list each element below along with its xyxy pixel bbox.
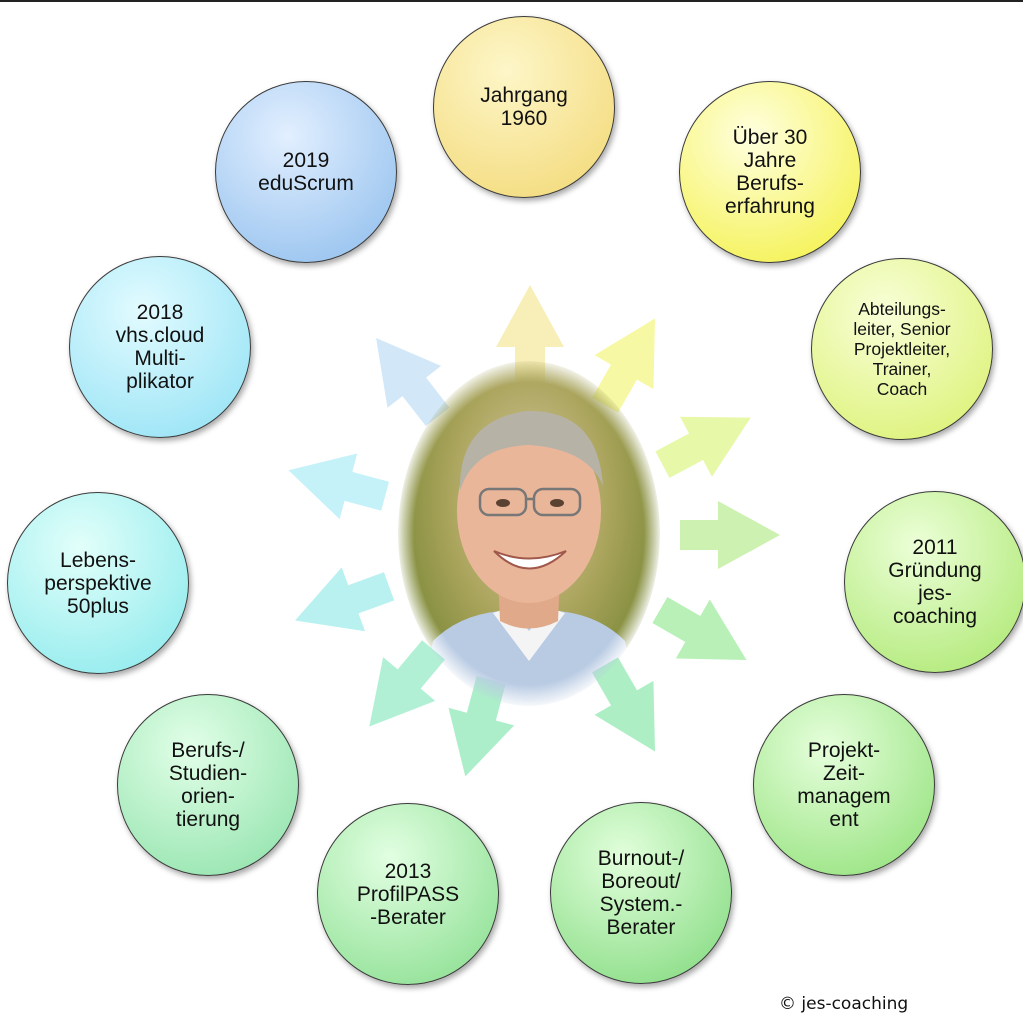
- bubble-text-burnout: Burnout-/ Boreout/ System.- Berater: [597, 847, 685, 939]
- bubble-jahrgang: Jahrgang 1960: [433, 16, 615, 198]
- bubble-berufserfahrung: Über 30 Jahre Berufs- erfahrung: [679, 81, 861, 263]
- arrow-8: [295, 567, 395, 632]
- bubble-text-berufserfahrung: Über 30 Jahre Berufs- erfahrung: [725, 126, 815, 218]
- bubble-zeitmanagement: Projekt- Zeit- managem ent: [753, 694, 935, 876]
- arrow-7: [369, 640, 446, 727]
- copyright-notice: © jes-coaching: [779, 994, 909, 1014]
- bubble-eduscrum: 2019 eduScrum: [215, 81, 397, 263]
- top-border-line: [0, 0, 1023, 2]
- arrow-2: [655, 416, 751, 478]
- bubble-gruendung: 2011 Gründung jes- coaching: [844, 491, 1023, 673]
- portrait-figure: [418, 410, 640, 706]
- bubble-burnout: Burnout-/ Boreout/ System.- Berater: [550, 802, 732, 984]
- bubble-text-eduscrum: 2019 eduScrum: [258, 149, 354, 195]
- bubble-studienorientierung: Berufs-/ Studien- orien- tierung: [117, 694, 299, 876]
- arrow-4: [652, 597, 747, 660]
- bubble-profilpass: 2013 ProfilPASS -Berater: [317, 803, 499, 985]
- bubble-text-abteilungsleiter: Abteilungs- leiter, Senior Projektleiter…: [853, 299, 951, 399]
- arrow-9: [288, 453, 389, 520]
- bubble-text-vhs: 2018 vhs.cloud Multi- plikator: [115, 301, 205, 393]
- bubble-text-studienorientierung: Berufs-/ Studien- orien- tierung: [168, 739, 248, 831]
- bubble-abteilungsleiter: Abteilungs- leiter, Senior Projektleiter…: [811, 258, 993, 440]
- bubble-text-zeitmanagement: Projekt- Zeit- managem ent: [797, 739, 891, 831]
- bubble-lebensperspektive: Lebens- perspektive 50plus: [7, 492, 189, 674]
- bubble-text-profilpass: 2013 ProfilPASS -Berater: [356, 859, 460, 929]
- bubble-text-jahrgang: Jahrgang 1960: [480, 84, 568, 130]
- arrow-0: [496, 285, 564, 385]
- bubble-vhs: 2018 vhs.cloud Multi- plikator: [69, 256, 251, 438]
- portrait-photo: [398, 361, 660, 706]
- bubble-text-gruendung: 2011 Gründung jes- coaching: [888, 536, 982, 628]
- arrow-10: [376, 337, 450, 427]
- arrow-3: [680, 501, 780, 569]
- arrow-1: [592, 318, 655, 413]
- arrow-5: [592, 657, 655, 752]
- bubble-text-lebensperspektive: Lebens- perspektive 50plus: [44, 548, 152, 618]
